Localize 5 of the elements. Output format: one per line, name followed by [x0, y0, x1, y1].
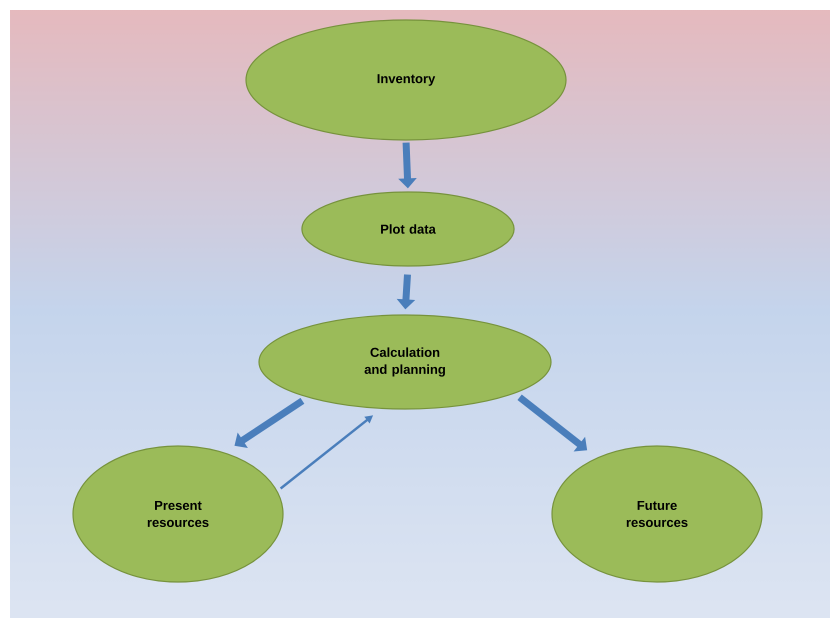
- ellipse-node: Calculation and planning: [258, 314, 552, 410]
- ellipse-node: Present resources: [72, 445, 284, 583]
- ellipse-node: Plot data: [301, 191, 515, 267]
- ellipse-node: Future resources: [551, 445, 763, 583]
- ellipse-node: Inventory: [245, 19, 567, 141]
